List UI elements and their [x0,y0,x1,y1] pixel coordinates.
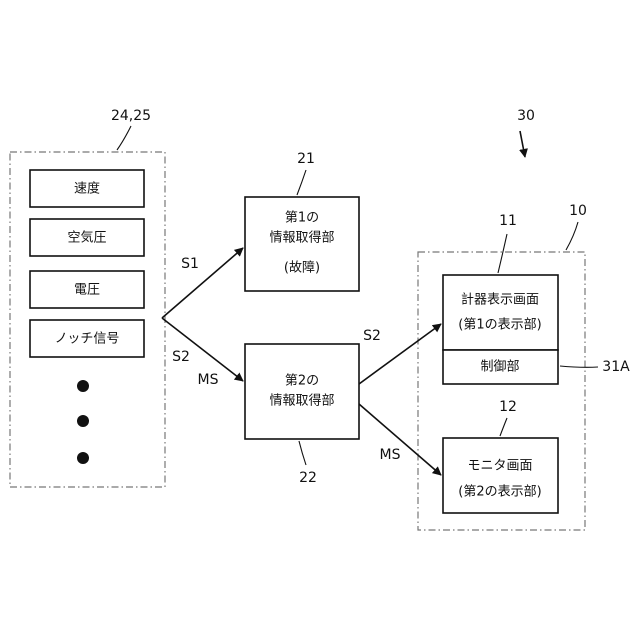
unit1-leader [297,170,306,195]
input-group-ref: 24,25 [111,108,151,124]
unit1-line3: (故障) [284,261,320,276]
arrow-unit2-to-monitor [359,404,441,475]
unit2-leader [299,441,306,465]
signal-s2-right-label: S2 [363,328,381,344]
signal-s1-label: S1 [181,256,199,272]
monitor-display-box [443,438,558,513]
system-pointer-arrow [520,131,525,157]
meter-display-ref: 11 [499,213,517,229]
control-unit-ref: 31A [602,359,630,375]
ellipsis-dot [77,415,89,427]
monitor-display-line1: モニタ画面 [467,459,532,474]
monitor-display-line2: (第2の表示部) [458,485,541,500]
meter-display-box [443,275,558,350]
monitor-display-ref: 12 [499,399,517,415]
signal-ms-left-label: MS [198,372,219,388]
signal-ms-right-label: MS [380,447,401,463]
display-device-ref: 10 [569,203,587,219]
monitor-display-leader [500,418,507,436]
meter-display-leader [498,234,507,273]
input-air-pressure-label: 空気圧 [67,230,106,246]
system-ref: 30 [517,108,535,124]
display-device-leader [566,222,578,250]
ellipsis-dot [77,380,89,392]
meter-display-line1: 計器表示画面 [461,292,539,308]
unit2-ref: 22 [299,470,317,486]
control-unit-leader [560,366,598,367]
unit1-line1: 第1の [285,211,319,226]
input-speed-label: 速度 [74,181,100,197]
input-voltage-label: 電圧 [74,283,100,298]
info-acquisition-unit-2-box [245,344,359,439]
input-notch-signal-label: ノッチ信号 [55,332,120,347]
unit1-line2: 情報取得部 [269,230,334,246]
unit2-line1: 第2の [285,374,319,389]
ellipsis-dot [77,452,89,464]
meter-display-line2: (第1の表示部) [458,318,541,333]
control-unit-label: 制御部 [480,360,519,375]
input-group-leader [117,126,131,150]
unit2-line2: 情報取得部 [269,393,334,409]
signal-s2-left-label: S2 [172,349,190,365]
unit1-ref: 21 [297,151,315,167]
arrow-inputs-to-unit1 [162,248,243,318]
